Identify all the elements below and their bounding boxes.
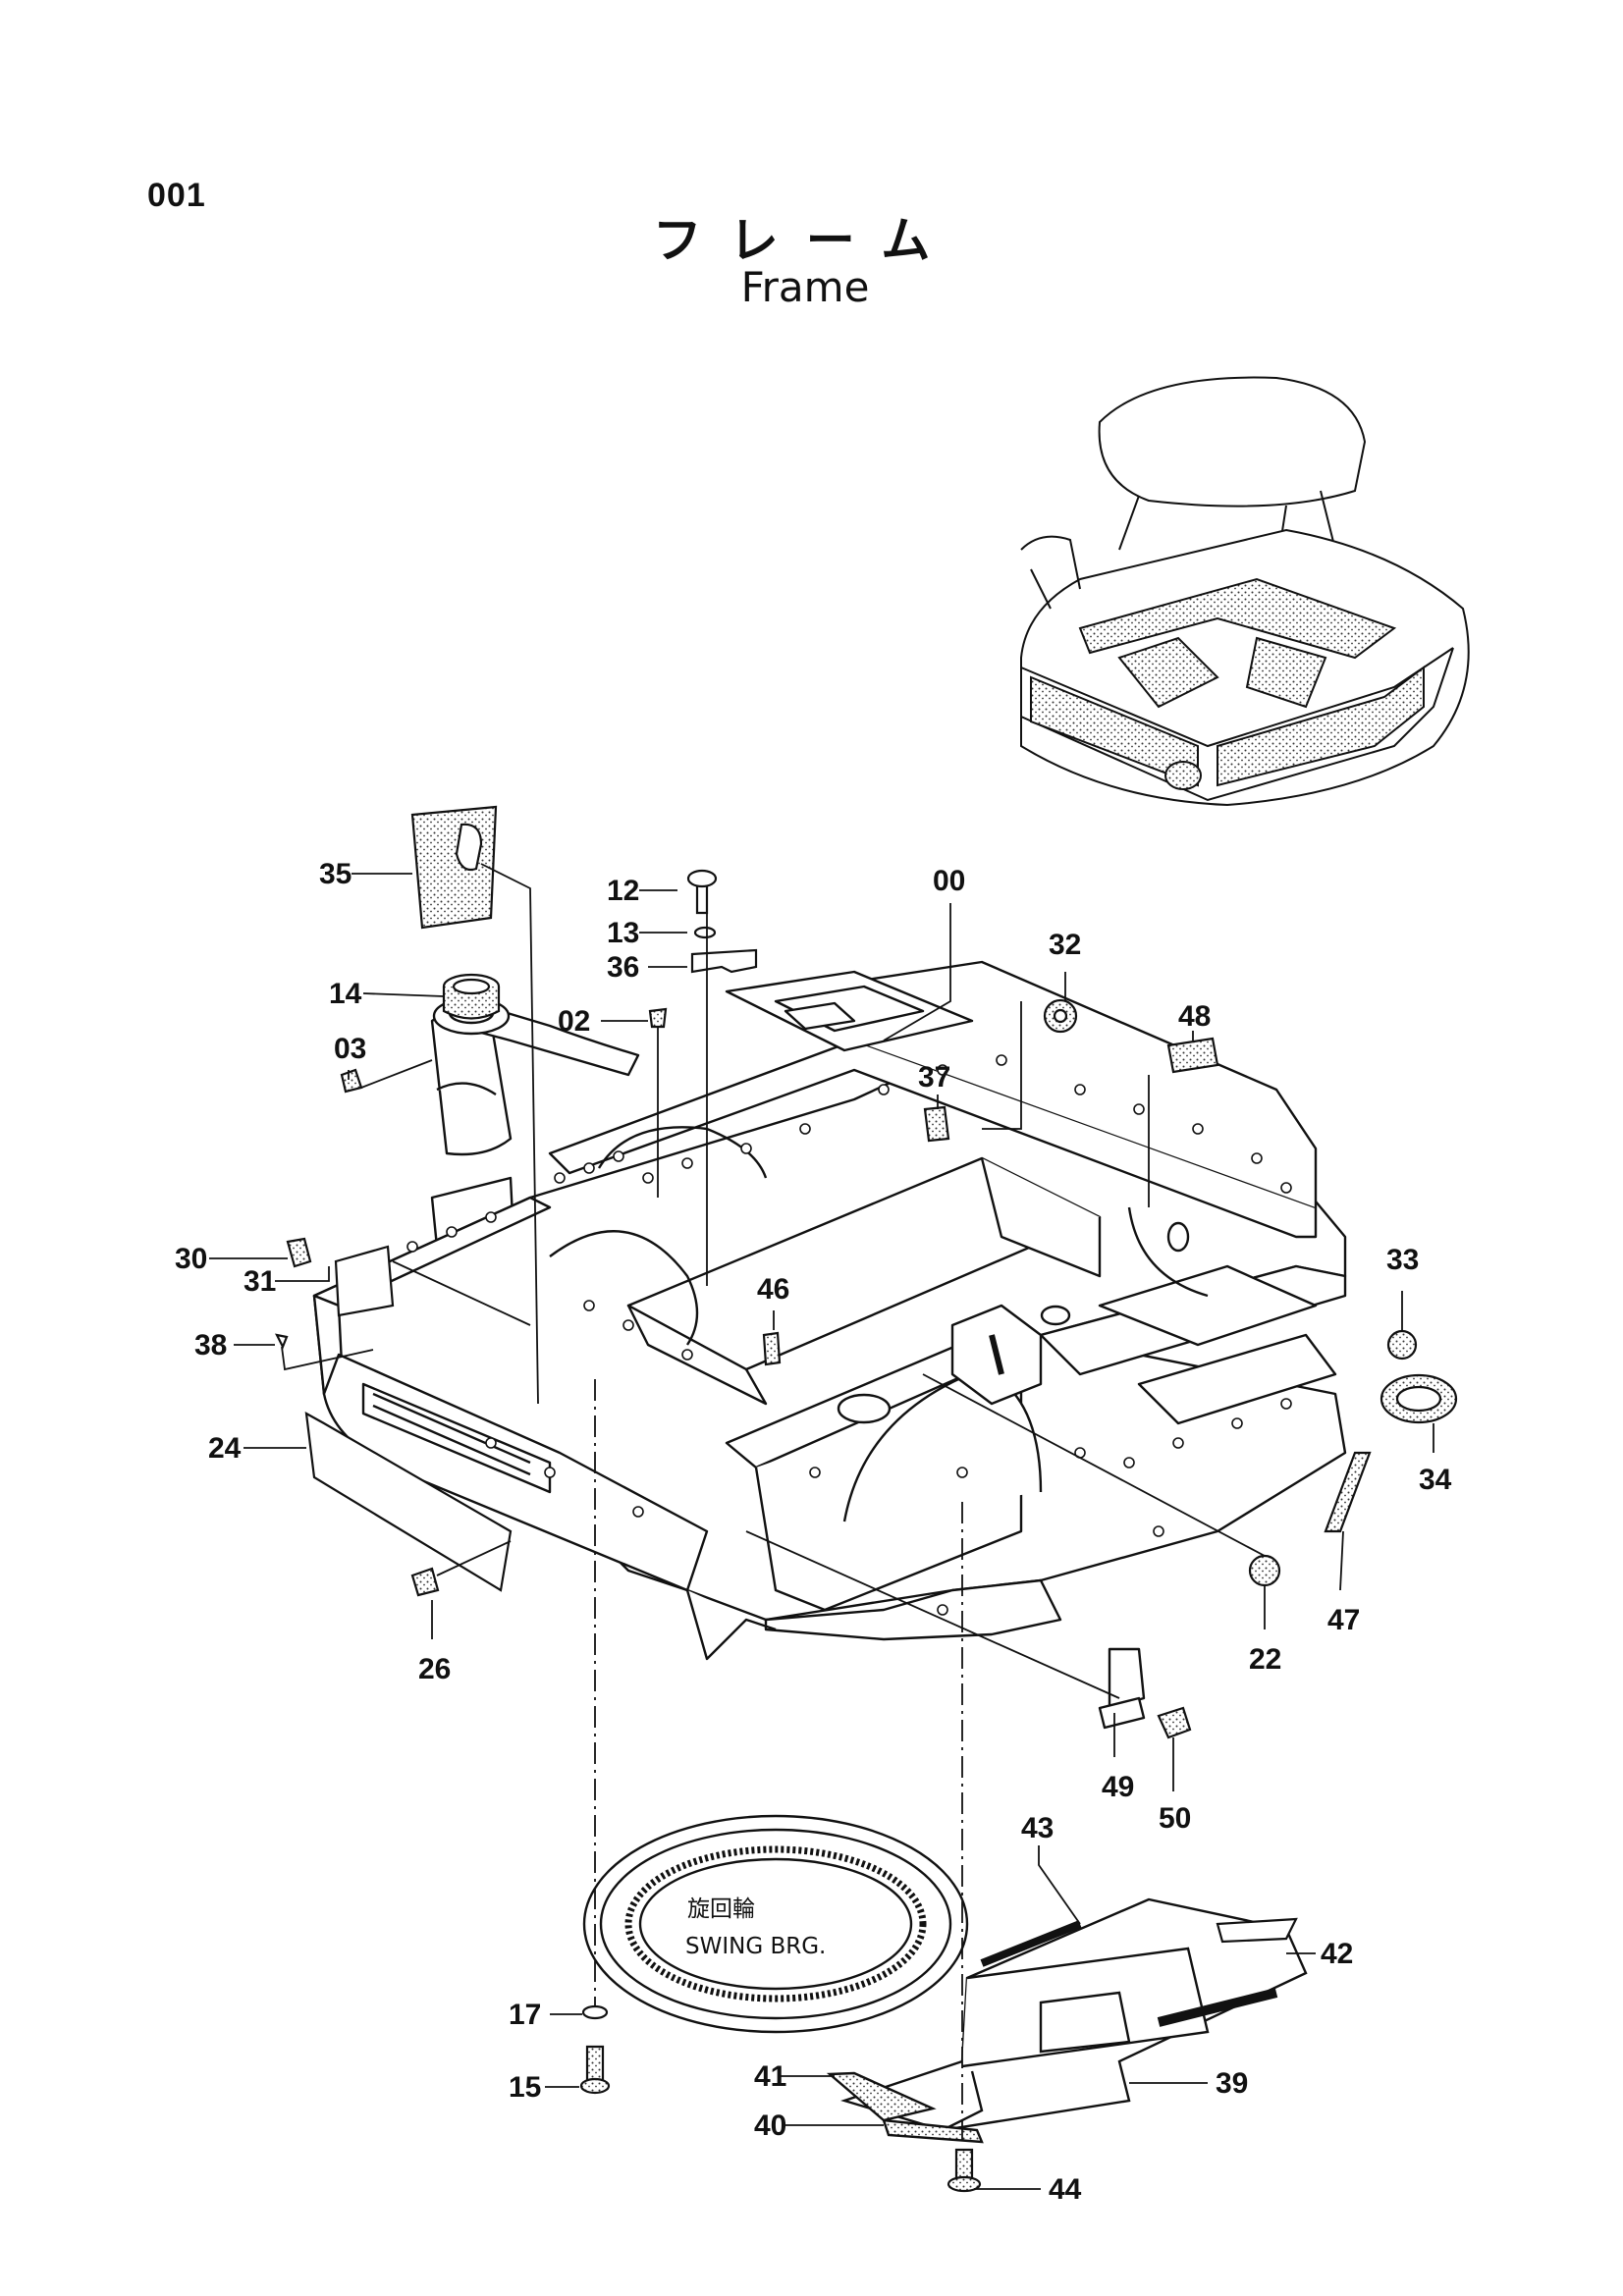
part-34-grommet [1380,1373,1458,1424]
part-22-cushion [1248,1554,1281,1587]
part-38-clip [275,1333,289,1350]
part-14-seal [442,973,501,1020]
part-46 [762,1331,782,1366]
callout-50: 50 [1159,1802,1191,1835]
callout-labels: 35 12 13 36 00 32 48 14 02 03 37 30 31 3… [175,858,1452,2206]
callout-22: 22 [1249,1643,1281,1676]
part-30-plug [286,1237,312,1268]
assembly-lines [594,1379,963,2140]
part-02-fitting [648,1007,668,1029]
part-17-washer [581,2004,609,2020]
callout-14: 14 [329,978,362,1010]
callout-42: 42 [1321,1938,1353,1970]
part-13-washer [693,926,717,939]
callout-47: 47 [1327,1604,1360,1636]
callout-39: 39 [1216,2067,1248,2100]
part-42-bracket [1216,1917,1298,1944]
callout-15: 15 [509,2071,541,2104]
callout-17: 17 [509,1999,541,2031]
callout-12: 12 [607,875,639,907]
swing-bearing-label-jp: 旋回輪 [687,1896,755,1922]
part-33-cushion [1386,1329,1418,1361]
page-number: 001 [147,177,206,214]
title-japanese: フレーム [652,212,958,269]
callout-46: 46 [757,1273,789,1306]
callout-26: 26 [418,1653,451,1685]
leader-lines [209,863,1434,2190]
under-cover-39 [840,1897,1308,2132]
callout-44: 44 [1049,2173,1082,2206]
inset-machine-view [1020,376,1470,807]
callout-48: 48 [1178,1000,1211,1033]
part-31-cover [334,1245,395,1317]
callout-40: 40 [754,2109,786,2142]
swing-bearing-label-en: SWING BRG. [685,1934,826,1959]
callout-49: 49 [1102,1771,1134,1803]
callout-30: 30 [175,1243,207,1275]
callout-31: 31 [243,1265,276,1298]
part-26-bolt [410,1567,440,1597]
part-47-strip [1324,1451,1372,1533]
part-24-cover [304,1411,513,1592]
part-48 [1166,1037,1219,1074]
callout-38: 38 [194,1329,227,1362]
callout-13: 13 [607,917,639,949]
callout-34: 34 [1419,1464,1452,1496]
part-37 [923,1105,950,1143]
part-32-cushion [1043,998,1078,1034]
callout-36: 36 [607,951,639,984]
callout-33: 33 [1386,1244,1419,1276]
part-50-bolt [1157,1706,1192,1739]
callout-00: 00 [933,865,965,897]
callout-41: 41 [754,2060,786,2093]
main-frame [312,960,1347,1730]
callout-32: 32 [1049,929,1081,961]
callout-24: 24 [208,1432,242,1465]
parts [275,805,1458,2193]
under-cover-41-40 [826,2071,984,2144]
part-35-gasket [410,805,498,930]
part-36-plate [690,948,758,974]
callout-37: 37 [918,1061,950,1094]
part-03-fitting [340,1068,363,1094]
swing-bearing [582,1814,969,2034]
callout-03: 03 [334,1033,366,1065]
callout-43: 43 [1021,1812,1054,1844]
title-english: Frame [740,263,870,311]
callout-35: 35 [319,858,352,890]
bolt-holes [406,1054,1292,1616]
callout-02: 02 [558,1005,590,1038]
